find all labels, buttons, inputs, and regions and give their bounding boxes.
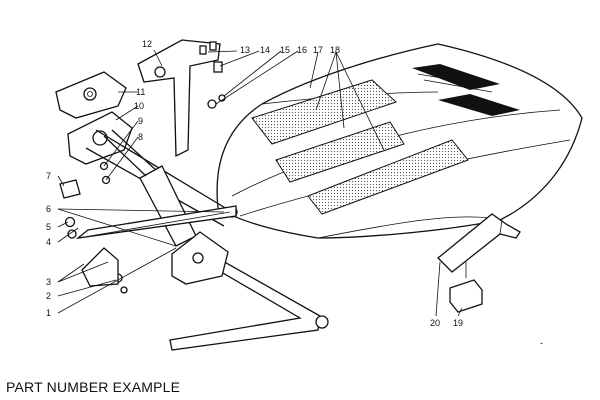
small-bracket xyxy=(59,179,81,199)
callout-19: 19 xyxy=(453,318,463,328)
callout-14: 14 xyxy=(260,45,270,55)
callout-18: 18 xyxy=(330,45,340,55)
mount-plate xyxy=(81,247,119,287)
vent-upper xyxy=(412,64,500,90)
right-bracket xyxy=(437,213,521,273)
insulation-pad-middle xyxy=(275,121,405,183)
pivot-bracket xyxy=(171,231,229,285)
callout-12: 12 xyxy=(142,39,152,49)
callout-1: 1 xyxy=(46,308,51,318)
callout-13: 13 xyxy=(240,45,250,55)
callout-4: 4 xyxy=(46,237,51,247)
callout-5: 5 xyxy=(46,222,51,232)
support-arm xyxy=(75,205,329,351)
leader-lines xyxy=(57,49,463,317)
insulation-pad-upper xyxy=(251,79,397,145)
callout-17: 17 xyxy=(313,45,323,55)
callout-15: 15 xyxy=(280,45,290,55)
insulation-pad-lower xyxy=(307,139,469,215)
callout-labels: 1 2 3 4 5 6 7 8 9 10 11 12 13 14 15 16 1… xyxy=(46,39,463,328)
callout-16: 16 xyxy=(297,45,307,55)
rubber-bumper xyxy=(449,262,483,313)
hinge-bracket xyxy=(137,39,221,158)
callout-10: 10 xyxy=(134,101,144,111)
callout-9: 9 xyxy=(138,116,143,126)
callout-11: 11 xyxy=(136,87,145,97)
edge-mark: - xyxy=(540,338,543,348)
hood-lock xyxy=(55,71,127,119)
fasteners xyxy=(64,61,226,294)
callout-20: 20 xyxy=(430,318,440,328)
callout-8: 8 xyxy=(138,132,143,142)
diagram-caption: PART NUMBER EXAMPLE xyxy=(6,379,181,395)
callout-2: 2 xyxy=(46,291,51,301)
exploded-parts-diagram: 1 2 3 4 5 6 7 8 9 10 11 12 13 14 15 16 1… xyxy=(46,39,583,351)
callout-6: 6 xyxy=(46,204,51,214)
upper-mount xyxy=(67,111,133,165)
callout-7: 7 xyxy=(46,171,51,181)
hood-panel xyxy=(216,43,583,239)
callout-3: 3 xyxy=(46,277,51,287)
vent-lower xyxy=(438,94,520,116)
